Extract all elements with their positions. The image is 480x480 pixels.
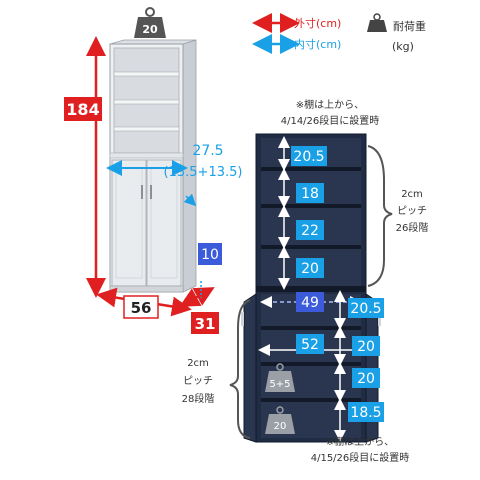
inner-width-lower-badge	[296, 334, 324, 354]
shelf-board	[113, 99, 180, 105]
depth-value: 31	[195, 315, 216, 333]
inner-width-upper-value: 49	[301, 295, 319, 311]
lower-shelf-badge	[348, 298, 384, 318]
width-badge	[123, 295, 159, 319]
shelf-load-weight-icon	[265, 363, 295, 392]
upper-shelf-badge	[291, 146, 327, 166]
right-door	[146, 159, 182, 287]
lower-shelf-badge	[352, 336, 380, 356]
middle-divider	[256, 286, 366, 292]
legend-load-unit: (kg)	[392, 40, 414, 53]
height-value: 184	[66, 100, 99, 119]
bottom-shelf-note-line1: ※棚は上から、	[326, 435, 394, 448]
upper-pitch-line3: 26段階	[396, 221, 429, 234]
bottom-shelf-note-line2: 4/15/26段目に設置時	[311, 451, 410, 464]
upper-pitch-line1: 2cm	[401, 189, 423, 200]
depth-arrow	[179, 287, 215, 307]
upper-shelf-badge	[296, 220, 324, 240]
inner-depth-badge	[198, 243, 222, 265]
lower-pitch-line1: 2cm	[187, 358, 209, 369]
middle-board	[109, 152, 184, 159]
door-handle	[150, 185, 152, 199]
inner-width-lower-value: 52	[301, 337, 319, 353]
lower-shelf-badge	[348, 402, 384, 422]
dark-cabinet	[241, 133, 381, 443]
lower-pitch-line2: ピッチ	[183, 375, 213, 387]
upper-shelf-badge	[296, 258, 324, 278]
door-inner-width-value: 27.5	[192, 143, 223, 159]
upper-shelf-badge	[296, 183, 324, 203]
cabinet-top	[109, 39, 197, 45]
upper-shelf-height: 20	[301, 261, 319, 277]
lower-shelf-height: 20.5	[350, 301, 381, 317]
lower-pitch-line3: 28段階	[182, 392, 215, 405]
weight-icon	[367, 13, 387, 32]
inner-depth-value: 10	[201, 247, 219, 263]
top-load-weight-icon	[134, 7, 166, 38]
legend: 外寸(cm) 内寸(cm) 耐荷重 (kg)	[252, 13, 426, 54]
legend-outer-label: 外寸(cm)	[294, 16, 341, 30]
height-badge	[64, 97, 102, 121]
upper-shelf-height: 22	[301, 223, 319, 239]
upper-pitch-line2: ピッチ	[397, 205, 427, 217]
shelf-board	[113, 71, 180, 77]
door-handle	[141, 185, 143, 199]
bottom-load-value: 20	[274, 421, 287, 432]
left-door	[111, 159, 147, 287]
left-open-door	[243, 293, 257, 443]
width-value: 56	[131, 299, 152, 317]
upper-pitch-brace	[367, 145, 393, 287]
door-split-value: (13.5+13.5)	[164, 165, 243, 180]
upper-shelf-height: 20.5	[293, 149, 324, 165]
legend-load-label: 耐荷重	[393, 19, 426, 33]
cabinet-base	[109, 285, 184, 293]
inner-width-upper-badge	[296, 292, 324, 312]
lower-shelf-height: 18.5	[350, 405, 381, 421]
lower-pitch-brace	[229, 299, 251, 439]
top-shelf-note-line2: 4/14/26段目に設置時	[281, 114, 380, 127]
top-shelf-note-line1: ※棚は上から、	[296, 98, 364, 111]
lower-shelf-height: 20	[357, 339, 375, 355]
bottom-load-weight-icon	[265, 406, 295, 434]
legend-inner-label: 内寸(cm)	[294, 37, 341, 51]
depth-badge	[191, 312, 219, 334]
upper-shelf-height: 18	[301, 186, 319, 202]
lower-shelf-badge	[352, 368, 380, 388]
top-load-value: 20	[142, 23, 158, 36]
shelf-load-value: 5+5	[269, 379, 290, 390]
shelf-board	[113, 126, 180, 132]
lower-shelf-height: 20	[357, 371, 375, 387]
